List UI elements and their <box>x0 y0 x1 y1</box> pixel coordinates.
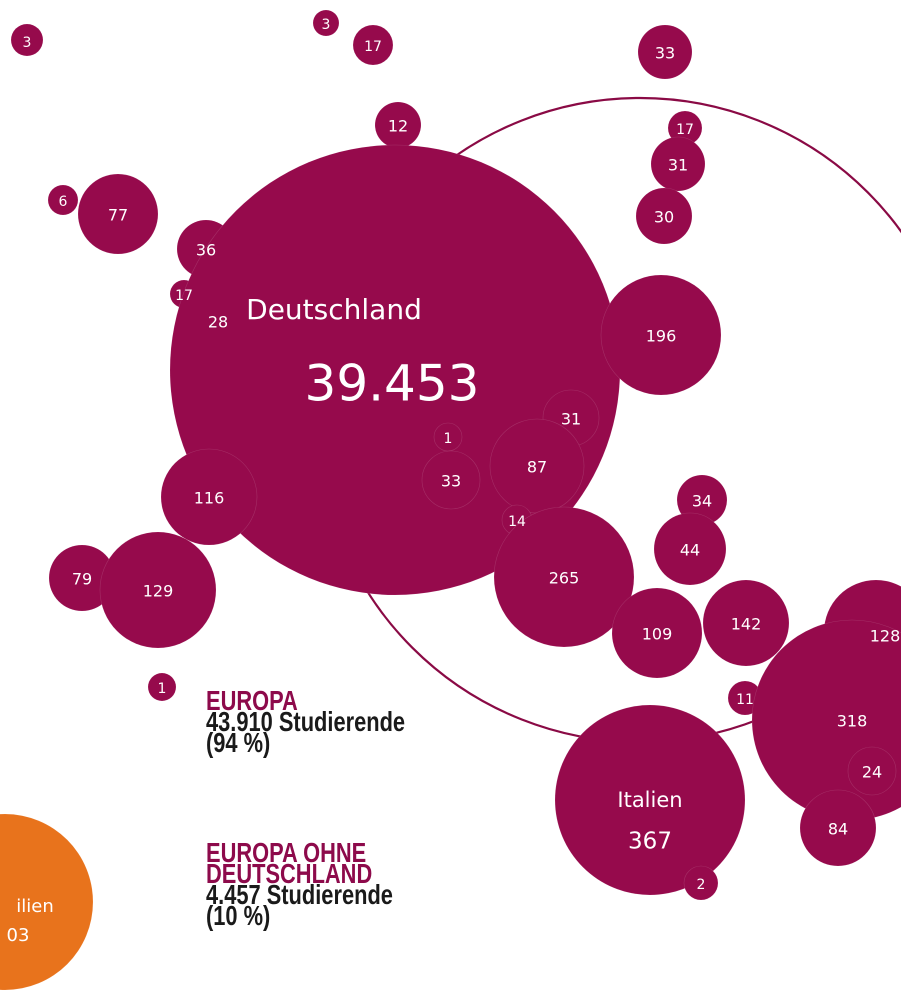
bubble-value-13: 39.453 <box>305 355 480 413</box>
bubble-value-15: 31 <box>561 410 581 429</box>
bubble-22 <box>653 512 727 586</box>
legend-europa-share: (94 %) <box>206 727 271 758</box>
bubble-value-23: 265 <box>549 569 580 588</box>
legend-ohne-share: (10 %) <box>206 900 271 931</box>
bubble-label-32: Italien <box>617 788 682 812</box>
bubble-value-20: 116 <box>194 489 225 508</box>
bubble-value-12: 28 <box>208 313 228 332</box>
bubble-layer <box>0 9 901 991</box>
bubble-1 <box>312 9 340 37</box>
bubble-32 <box>554 704 746 896</box>
bubble-value-9: 77 <box>108 206 128 225</box>
bubble-value-6: 31 <box>668 156 688 175</box>
bubble-8 <box>47 184 79 216</box>
bubble-value-18: 87 <box>527 458 547 477</box>
bubble-6 <box>650 136 706 192</box>
bubble-value-24: 79 <box>72 570 92 589</box>
bubble-value-32: 367 <box>628 829 672 855</box>
bubble-value-27: 142 <box>731 615 762 634</box>
bubble-35 <box>683 865 719 901</box>
bubble-26 <box>611 587 703 679</box>
bubble-value-5: 17 <box>676 122 694 138</box>
bubble-value-22: 44 <box>680 541 700 560</box>
legend-europa-title: EUROPA <box>206 685 298 716</box>
bubble-16 <box>433 422 463 452</box>
bubble-value-21: 34 <box>692 492 712 511</box>
bubble-label-13: Deutschland <box>246 293 422 326</box>
bubble-2 <box>352 24 394 66</box>
bubble-value-33: 24 <box>862 763 882 782</box>
bubble-34 <box>799 789 877 867</box>
bubble-value-0: 3 <box>23 35 32 51</box>
bubble-value-35: 2 <box>697 877 706 893</box>
bubble-31 <box>147 672 177 702</box>
bubble-value-16: 1 <box>444 431 453 447</box>
bubble-value-4: 12 <box>388 117 408 136</box>
bubble-7 <box>635 187 693 245</box>
bubble-value-36: 03 <box>7 925 30 946</box>
bubble-value-30: 318 <box>837 712 868 731</box>
bubble-17 <box>421 450 481 510</box>
legend-europa-ohne-deutschland: EUROPA OHNE DEUTSCHLAND 4.457 Studierend… <box>206 837 446 931</box>
bubble-value-29: 11 <box>736 692 754 708</box>
bubble-0 <box>10 23 44 57</box>
bubble-value-25: 129 <box>143 582 174 601</box>
legend-ohne-title-1: EUROPA OHNE <box>206 837 367 868</box>
bubble-value-17: 33 <box>441 472 461 491</box>
legend-europa-count: 43.910 Studierende <box>206 706 406 737</box>
bubble-value-3: 33 <box>655 44 675 63</box>
bubble-value-34: 84 <box>828 820 848 839</box>
bubble-value-28: 128 <box>870 627 901 646</box>
bubble-value-7: 30 <box>654 208 674 227</box>
bubble-value-10: 36 <box>196 241 216 260</box>
bubble-value-1: 3 <box>322 17 331 33</box>
legend-europa: EUROPA 43.910 Studierende (94 %) <box>206 685 461 758</box>
bubble-20 <box>160 448 258 546</box>
bubble-value-31: 1 <box>158 681 167 697</box>
bubble-9 <box>77 173 159 255</box>
bubble-14 <box>600 274 722 396</box>
bubble-value-14: 196 <box>646 327 677 346</box>
bubble-23 <box>493 506 635 648</box>
bubble-value-2: 17 <box>364 39 382 55</box>
bubble-value-11: 17 <box>175 288 193 304</box>
legend-ohne-title-2: DEUTSCHLAND <box>206 858 373 889</box>
bubble-27 <box>702 579 790 667</box>
bubble-36 <box>0 813 94 991</box>
bubble-value-8: 6 <box>59 194 68 210</box>
bubble-value-19: 14 <box>508 514 526 530</box>
bubble-33 <box>847 746 897 796</box>
legend-ohne-count: 4.457 Studierende <box>206 879 393 910</box>
bubble-value-26: 109 <box>642 625 673 644</box>
bubble-label-36: ilien <box>16 896 54 917</box>
bubble-25 <box>99 531 217 649</box>
bubble-3 <box>637 24 693 80</box>
